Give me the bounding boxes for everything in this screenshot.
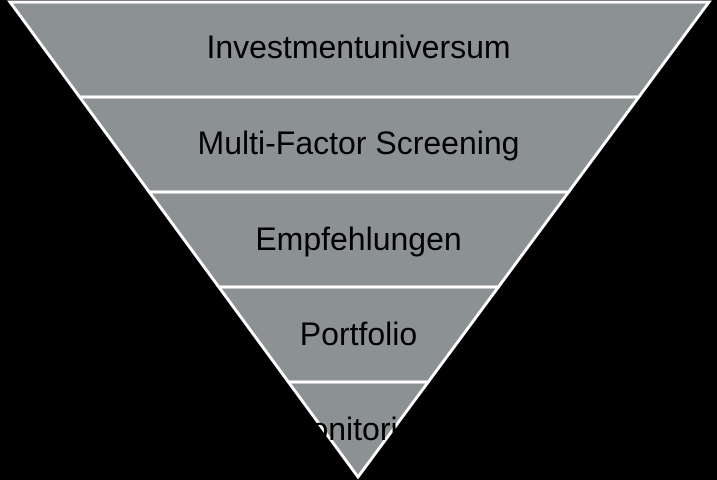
level-label-investmentuniversum: Investmentuniversum bbox=[206, 29, 511, 65]
pyramid-segment-monitoring bbox=[285, 380, 432, 480]
level-label-empfehlungen: Empfehlungen bbox=[255, 221, 462, 257]
level-label-monitoring: Monitoring bbox=[283, 411, 434, 447]
level-label-portfolio: Portfolio bbox=[299, 316, 418, 352]
level-label-multi-factor-screening: Multi-Factor Screening bbox=[197, 125, 520, 161]
